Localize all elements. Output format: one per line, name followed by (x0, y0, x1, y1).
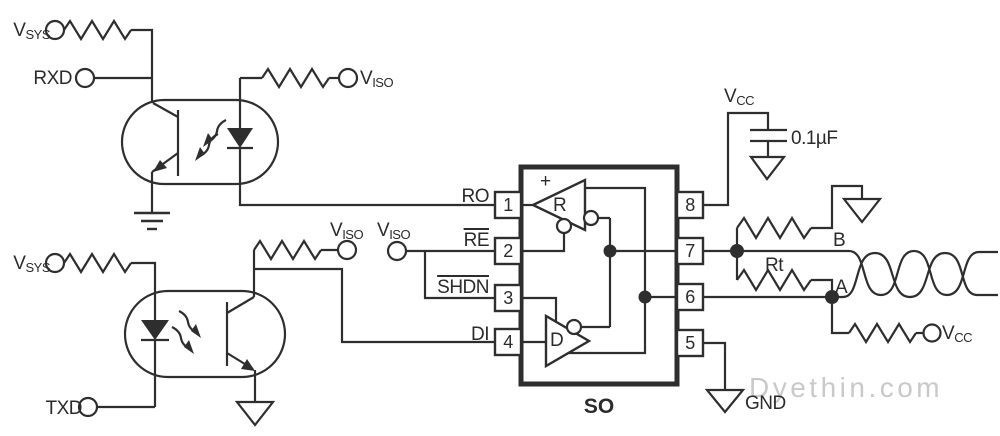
re-pin-label: RE (463, 230, 490, 251)
wire (581, 216, 612, 329)
pin-7: 7 (685, 241, 695, 261)
viso-pullup-resistor (253, 238, 322, 262)
wire (830, 297, 849, 335)
driver-label: D (550, 330, 564, 351)
phototransistor-collector (226, 296, 255, 314)
b-bias-resistor (736, 215, 812, 241)
viso-mid1-terminal (336, 239, 358, 261)
a-pullup-resistor (848, 321, 917, 345)
twisted-pair-strand-a (842, 251, 998, 299)
ro-wire (238, 148, 495, 207)
pin-2: 2 (503, 241, 513, 261)
wire (521, 233, 566, 253)
di-wire (254, 267, 495, 344)
wire (811, 184, 864, 230)
ground-triangle (234, 400, 276, 427)
ro-pin-label: RO (461, 186, 490, 207)
wire (521, 296, 558, 322)
pin-4: 4 (503, 332, 513, 352)
viso-top-terminal (337, 67, 359, 89)
enable-bubble (555, 217, 573, 235)
vsys-top-resistor (63, 18, 132, 42)
bus-a-label: A (835, 277, 848, 298)
driver-inverted-bubble (565, 318, 583, 336)
emitter-arrow (153, 160, 167, 172)
rxd-terminal (74, 67, 96, 89)
phototransistor-collector (152, 102, 179, 118)
termination-network (703, 184, 942, 345)
receiver-input-wire (567, 186, 647, 355)
pin-3: 3 (503, 288, 513, 308)
vsys-bottom-resistor (63, 251, 132, 275)
ground-triangle (841, 197, 883, 224)
shdn-wire (423, 251, 495, 300)
bus-b-label: B (833, 230, 846, 251)
ground-triangle (704, 388, 746, 414)
transceiver-ic (493, 164, 705, 387)
watermark: Dyethin.com (749, 372, 944, 403)
di-pin-label: DI (471, 324, 490, 345)
cap-value-label: 0.1µF (791, 128, 838, 149)
gnd-label: GND (745, 393, 786, 414)
top-optocoupler-circuit (44, 18, 495, 231)
light-arrows (195, 119, 227, 161)
receiver-label: R (553, 195, 567, 216)
vcc-right-label: VCC (942, 323, 972, 345)
ground-triangle (748, 155, 787, 181)
bottom-optocoupler-circuit (44, 238, 495, 427)
optocoupler-body (123, 289, 287, 379)
rt-resistor (736, 267, 812, 293)
viso-top-resistor (261, 66, 330, 90)
viso-mid1-label: VISO (330, 220, 364, 242)
led-triangle (141, 320, 169, 340)
txd-label: TXD (45, 398, 83, 419)
emitter-arrow (241, 359, 255, 371)
twisted-pair (842, 249, 998, 299)
gnd-pin5 (703, 341, 746, 414)
rxd-label: RXD (33, 68, 72, 89)
pin-5: 5 (685, 333, 695, 353)
capacitor-plates (750, 128, 787, 143)
inverting-bubble (582, 209, 600, 227)
light-arrows (171, 310, 201, 354)
vcc-top-label: VCC (724, 86, 754, 108)
wire (131, 261, 157, 320)
earth-ground (134, 211, 170, 231)
twisted-pair-strand-b (848, 249, 998, 297)
pin-6: 6 (685, 287, 695, 307)
viso-top-label: VISO (360, 68, 394, 90)
rt-label: Rt (765, 255, 784, 276)
pin-8: 8 (685, 195, 695, 215)
wire (703, 341, 727, 390)
vcc-right-terminal (922, 323, 942, 343)
wire (131, 28, 154, 103)
viso-mid2-terminal (386, 240, 408, 262)
viso-mid2-label: VISO (377, 220, 411, 242)
receiver-plus-label: + (540, 171, 551, 192)
vsys-top-label: VSYS (13, 20, 50, 42)
shdn-pin-label: SHDN (437, 277, 489, 298)
pin-1: 1 (503, 195, 513, 215)
package-label: SO (583, 395, 615, 418)
vcc-decoupling (703, 111, 787, 207)
vcc-wire (703, 111, 770, 207)
ic-outline (518, 164, 680, 387)
optocoupler-body (120, 98, 280, 186)
led-triangle (227, 128, 253, 148)
pin-boxes (493, 190, 705, 358)
receiver-triangle (530, 178, 587, 232)
vsys-bottom-label: VSYS (13, 253, 50, 275)
viso-control (386, 240, 495, 300)
